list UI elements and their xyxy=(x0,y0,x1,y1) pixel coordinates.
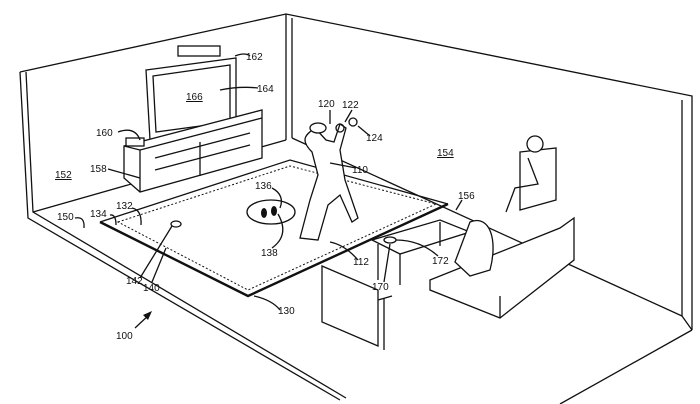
label-112: 112 xyxy=(353,257,369,268)
label-132: 132 xyxy=(116,201,133,212)
tv-setup xyxy=(123,45,263,193)
label-166: 166 xyxy=(186,92,203,103)
label-122: 122 xyxy=(342,100,359,111)
user-figure xyxy=(299,117,359,241)
label-154: 154 xyxy=(437,148,454,159)
label-158: 158 xyxy=(90,164,107,175)
label-124: 124 xyxy=(366,133,383,144)
leader-lines xyxy=(74,53,463,329)
label-134: 134 xyxy=(90,209,107,220)
label-110: 110 xyxy=(352,165,368,176)
label-150: 150 xyxy=(57,212,74,223)
label-100: 100 xyxy=(116,331,133,342)
label-138: 138 xyxy=(261,248,278,259)
label-136: 136 xyxy=(255,181,272,192)
label-120: 120 xyxy=(318,99,335,110)
label-142: 142 xyxy=(126,276,143,287)
reference-labels: 162 166 164 160 158 152 150 134 132 136 … xyxy=(55,52,475,342)
furniture xyxy=(321,135,575,350)
mat xyxy=(99,159,449,298)
label-164: 164 xyxy=(257,84,274,95)
label-140: 140 xyxy=(143,283,160,294)
label-152: 152 xyxy=(55,170,72,181)
label-130: 130 xyxy=(278,306,295,317)
label-172: 172 xyxy=(432,256,449,267)
label-170: 170 xyxy=(372,282,389,293)
label-160: 160 xyxy=(96,128,113,139)
label-162: 162 xyxy=(246,52,263,63)
label-156: 156 xyxy=(458,191,475,202)
